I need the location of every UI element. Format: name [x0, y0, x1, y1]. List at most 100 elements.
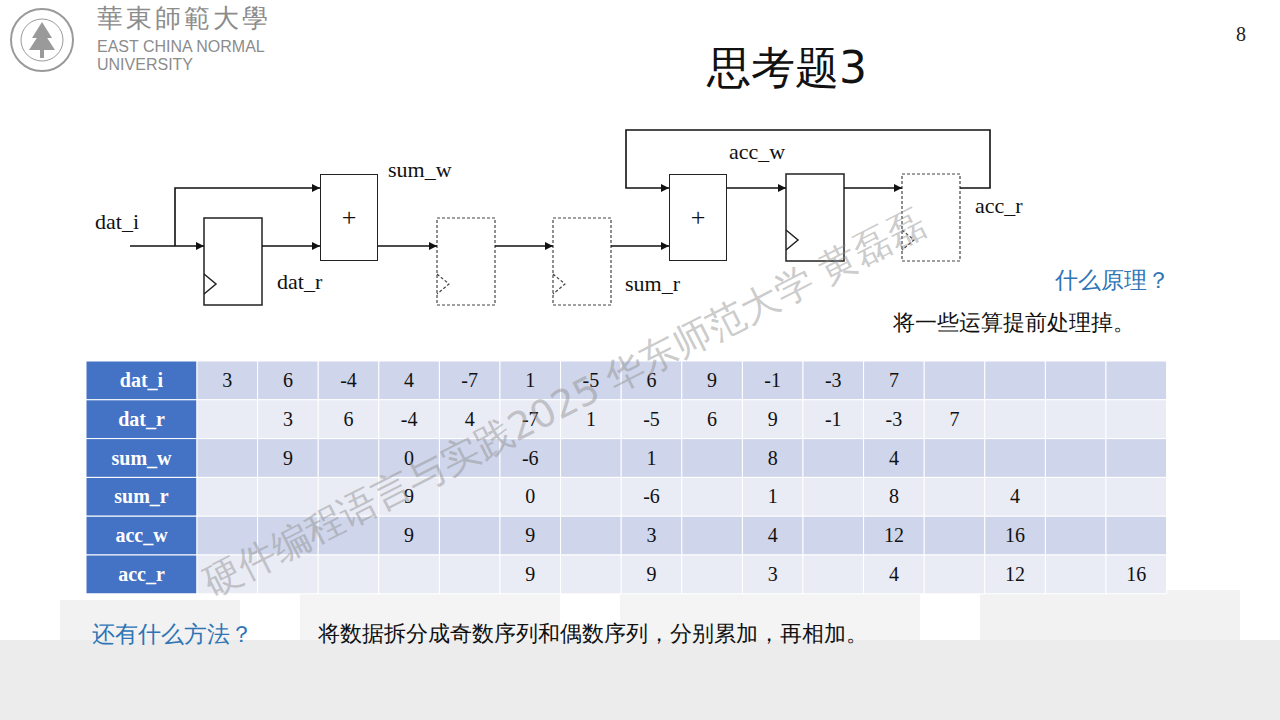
- table-cell: 4: [379, 361, 440, 400]
- table-cell: -7: [439, 361, 500, 400]
- table-cell-bg: [803, 400, 864, 439]
- table-cell: -1: [742, 361, 803, 400]
- signal-wire: [727, 187, 786, 189]
- table-cell-bg: [924, 400, 985, 439]
- table-cell-bg: [258, 516, 319, 555]
- table-cell-bg: [621, 555, 682, 594]
- table-cell-bg: [1045, 516, 1106, 555]
- table-header: acc_w: [86, 516, 197, 555]
- table-cell: 1: [621, 439, 682, 478]
- table-cell-bg: [1106, 516, 1167, 555]
- table-cell-bg: [86, 361, 197, 400]
- table-cell: 1: [500, 361, 561, 400]
- table-cell-bg: [500, 361, 561, 400]
- table-cell-bg: [621, 516, 682, 555]
- table-cell-bg: [318, 439, 379, 478]
- table-cell: 7: [924, 400, 985, 439]
- table-cell: 9: [621, 555, 682, 594]
- table-cell-bg: [318, 516, 379, 555]
- table-cell-bg: [682, 439, 743, 478]
- table-cell-bg: [197, 516, 258, 555]
- table-cell-bg: [742, 400, 803, 439]
- table-cell-bg: [864, 516, 925, 555]
- table-cell: 9: [742, 400, 803, 439]
- table-cell-bg: [197, 361, 258, 400]
- table-cell-bg: [803, 516, 864, 555]
- table-cell-bg: [803, 361, 864, 400]
- table-cell-bg: [742, 555, 803, 594]
- table-cell-bg: [682, 400, 743, 439]
- table-cell-bg: [864, 477, 925, 516]
- table-cell-bg: [1045, 439, 1106, 478]
- table-cell-bg: [1106, 400, 1167, 439]
- table-cell: 3: [742, 555, 803, 594]
- table-cell: 12: [864, 516, 925, 555]
- signal-wire: [175, 188, 320, 246]
- table-cell-bg: [379, 516, 440, 555]
- table-header: dat_i: [86, 361, 197, 400]
- table-cell-bg: [1045, 477, 1106, 516]
- table-cell-bg: [803, 555, 864, 594]
- university-name: EAST CHINA NORMAL: [97, 37, 265, 56]
- signal-name: dat_i: [95, 209, 139, 235]
- table-cell: -6: [500, 439, 561, 478]
- table-cell: 9: [500, 516, 561, 555]
- logo-tree: [29, 30, 55, 50]
- table-cell-bg: [803, 477, 864, 516]
- table-cell: 3: [621, 516, 682, 555]
- clock-symbol: [204, 274, 216, 294]
- table-cell-bg: [197, 477, 258, 516]
- signal-wire: [844, 187, 902, 189]
- slide-title: 思考题3: [587, 42, 987, 95]
- registers: [204, 174, 960, 305]
- table-cell-bg: [1106, 439, 1167, 478]
- table-cell-bg: [318, 361, 379, 400]
- table-cell-bg: [379, 361, 440, 400]
- table-cell-bg: [318, 477, 379, 516]
- table-cell: 3: [197, 361, 258, 400]
- clock-symbol: [786, 230, 798, 250]
- signal-name: dat_r: [277, 269, 322, 295]
- table-cell-bg: [924, 555, 985, 594]
- table-header: sum_w: [86, 439, 197, 478]
- table-cell-bg: [985, 439, 1046, 478]
- table-cell: 6: [258, 361, 319, 400]
- table-cell: 7: [864, 361, 925, 400]
- table-cell-bg: [742, 516, 803, 555]
- table-cell-bg: [621, 439, 682, 478]
- background-building: [980, 590, 1240, 650]
- table-cell-bg: [561, 477, 622, 516]
- adder-symbol: +: [342, 205, 357, 231]
- table-cell-bg: [258, 439, 319, 478]
- table-cell-bg: [197, 555, 258, 594]
- table-cell-bg: [439, 477, 500, 516]
- table-cell-bg: [985, 361, 1046, 400]
- signal-wire: [378, 245, 437, 247]
- question: 什么原理？: [1055, 267, 1170, 295]
- table-cell-bg: [924, 516, 985, 555]
- table-cell-bg: [561, 400, 622, 439]
- table-cell-bg: [197, 439, 258, 478]
- table-cell-bg: [1045, 361, 1106, 400]
- table-cell-bg: [379, 477, 440, 516]
- answer: 将数据拆分成奇数序列和偶数序列，分别累加，再相加。: [318, 621, 868, 647]
- clock-symbol: [553, 274, 565, 294]
- university-name: UNIVERSITY: [97, 55, 193, 74]
- clock-symbol: [902, 230, 914, 250]
- table-cell-bg: [864, 555, 925, 594]
- table-cell: -5: [561, 361, 622, 400]
- table-cell: 9: [500, 555, 561, 594]
- table-cell-bg: [561, 555, 622, 594]
- background-ground: [0, 640, 1280, 720]
- table-cell: 1: [742, 477, 803, 516]
- table-cell: -1: [803, 400, 864, 439]
- pipeline-register: [902, 174, 960, 261]
- table-cell-bg: [682, 361, 743, 400]
- table-cell: 0: [379, 439, 440, 478]
- table-cell: -7: [500, 400, 561, 439]
- table-cell: -4: [379, 400, 440, 439]
- table-header: acc_r: [86, 555, 197, 594]
- table-cell-bg: [1106, 361, 1167, 400]
- table-cell-bg: [924, 439, 985, 478]
- signal-name: sum_r: [625, 271, 680, 297]
